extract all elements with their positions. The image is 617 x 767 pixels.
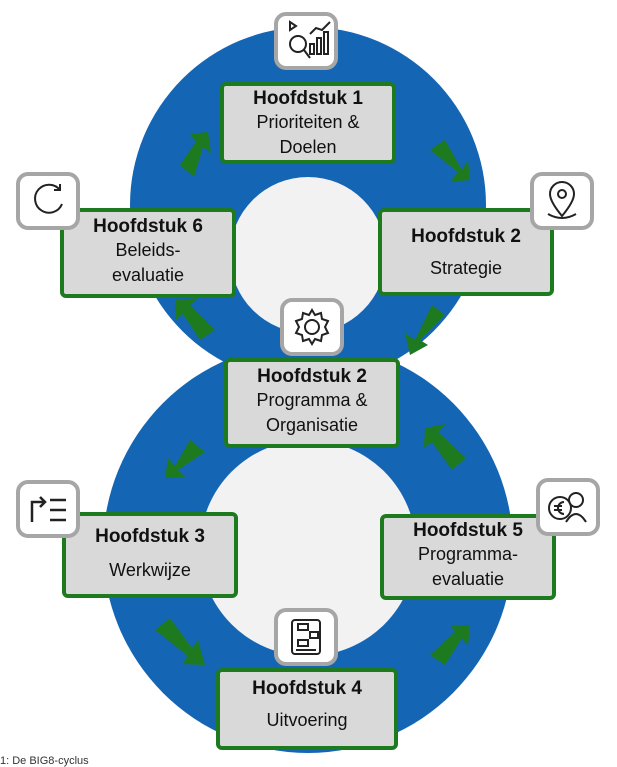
arrow-5-2b bbox=[424, 424, 466, 470]
box-hoofdstuk-3: Hoofdstuk 3 Werkwijze bbox=[62, 512, 238, 598]
box-line: Programma & bbox=[256, 390, 368, 410]
location-pin-icon bbox=[530, 172, 594, 230]
box-line: Beleids- bbox=[115, 240, 181, 260]
box-line: Prioriteiten & bbox=[256, 112, 360, 132]
box-line: Werkwijze bbox=[109, 560, 191, 580]
box-title: Hoofdstuk 4 bbox=[252, 678, 362, 699]
box-line: evaluatie bbox=[431, 569, 505, 589]
box-hoofdstuk-4: Hoofdstuk 4 Uitvoering bbox=[216, 668, 398, 750]
box-hoofdstuk-2-programma: Hoofdstuk 2 Programma & Organisatie bbox=[224, 358, 400, 448]
euro-people-icon bbox=[536, 478, 600, 536]
box-line: Uitvoering bbox=[266, 710, 348, 730]
arrow-2b-3 bbox=[165, 440, 205, 478]
box-hoofdstuk-6: Hoofdstuk 6 Beleids- evaluatie bbox=[60, 208, 236, 298]
box-title: Hoofdstuk 2 bbox=[411, 226, 521, 247]
box-line: Organisatie bbox=[265, 415, 359, 435]
box-line: evaluatie bbox=[111, 265, 185, 285]
box-line: Doelen bbox=[279, 137, 337, 157]
figure-caption: 1: De BIG8-cyclus bbox=[0, 755, 89, 767]
cycle-icon bbox=[16, 172, 80, 230]
box-hoofdstuk-1: Hoofdstuk 1 Prioriteiten & Doelen bbox=[220, 82, 396, 164]
box-line: Strategie bbox=[429, 258, 503, 278]
gear-icon bbox=[280, 298, 344, 356]
box-title: Hoofdstuk 3 bbox=[95, 526, 205, 547]
arrow-2-2b bbox=[405, 305, 445, 355]
box-line: Programma- bbox=[417, 544, 519, 564]
box-hoofdstuk-5: Hoofdstuk 5 Programma- evaluatie bbox=[380, 514, 556, 600]
flowchart-icon bbox=[274, 608, 338, 666]
box-title: Hoofdstuk 5 bbox=[413, 520, 523, 541]
list-arrow-icon bbox=[16, 480, 80, 538]
arrow-6-2b bbox=[175, 298, 215, 340]
box-title: Hoofdstuk 6 bbox=[93, 216, 203, 237]
arrow-1-2 bbox=[430, 140, 470, 182]
arrow-6-1 bbox=[180, 132, 211, 177]
arrow-4-5 bbox=[430, 625, 470, 665]
box-hoofdstuk-2-strategie: Hoofdstuk 2 Strategie bbox=[378, 208, 554, 296]
box-title: Hoofdstuk 2 bbox=[257, 366, 367, 387]
arrow-3-4 bbox=[155, 618, 205, 665]
box-title: Hoofdstuk 1 bbox=[253, 88, 363, 109]
analytics-icon bbox=[274, 12, 338, 70]
